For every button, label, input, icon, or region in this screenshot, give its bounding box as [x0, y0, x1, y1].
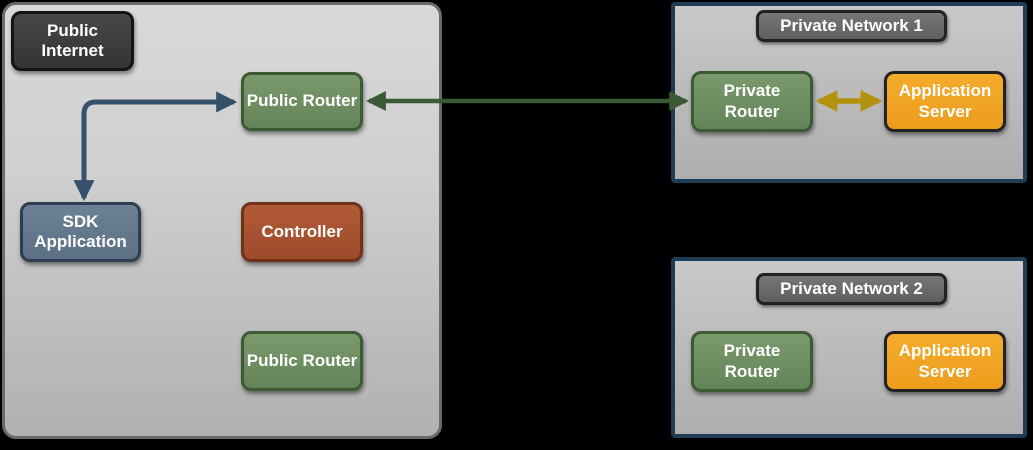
node-public-internet-label: Public Internet	[41, 20, 104, 60]
node-controller: Controller	[241, 202, 363, 262]
private-network-1-region: Private Network 1 Private Router Applica…	[671, 2, 1027, 183]
node-public-router-bottom-label: Public Router	[246, 350, 358, 370]
private-network-1-title: Private Network 1	[756, 10, 947, 42]
node-application-server-2-label: Application Server	[898, 341, 992, 381]
private-network-2-title: Private Network 2	[756, 273, 947, 305]
node-sdk-application: SDK Application	[20, 202, 141, 262]
node-sdk-application-label: SDK Application	[34, 211, 127, 251]
node-public-router-bottom: Public Router	[241, 331, 363, 391]
node-private-router-2: Private Router	[691, 331, 813, 392]
node-public-internet: Public Internet	[11, 11, 134, 71]
node-controller-label: Controller	[261, 221, 343, 241]
private-network-2-region: Private Network 2 Private Router Applica…	[671, 257, 1027, 438]
node-application-server-1-label: Application Server	[898, 81, 992, 121]
node-application-server-2: Application Server	[884, 331, 1006, 392]
node-private-router-2-label: Private Router	[723, 341, 781, 381]
node-public-router-top-label: Public Router	[246, 91, 358, 111]
node-private-router-1: Private Router	[691, 71, 813, 132]
public-internet-zone: Public Internet Public Router SDK Applic…	[2, 2, 442, 439]
node-private-router-1-label: Private Router	[723, 81, 781, 121]
node-application-server-1: Application Server	[884, 71, 1006, 132]
node-public-router-top: Public Router	[241, 72, 363, 131]
